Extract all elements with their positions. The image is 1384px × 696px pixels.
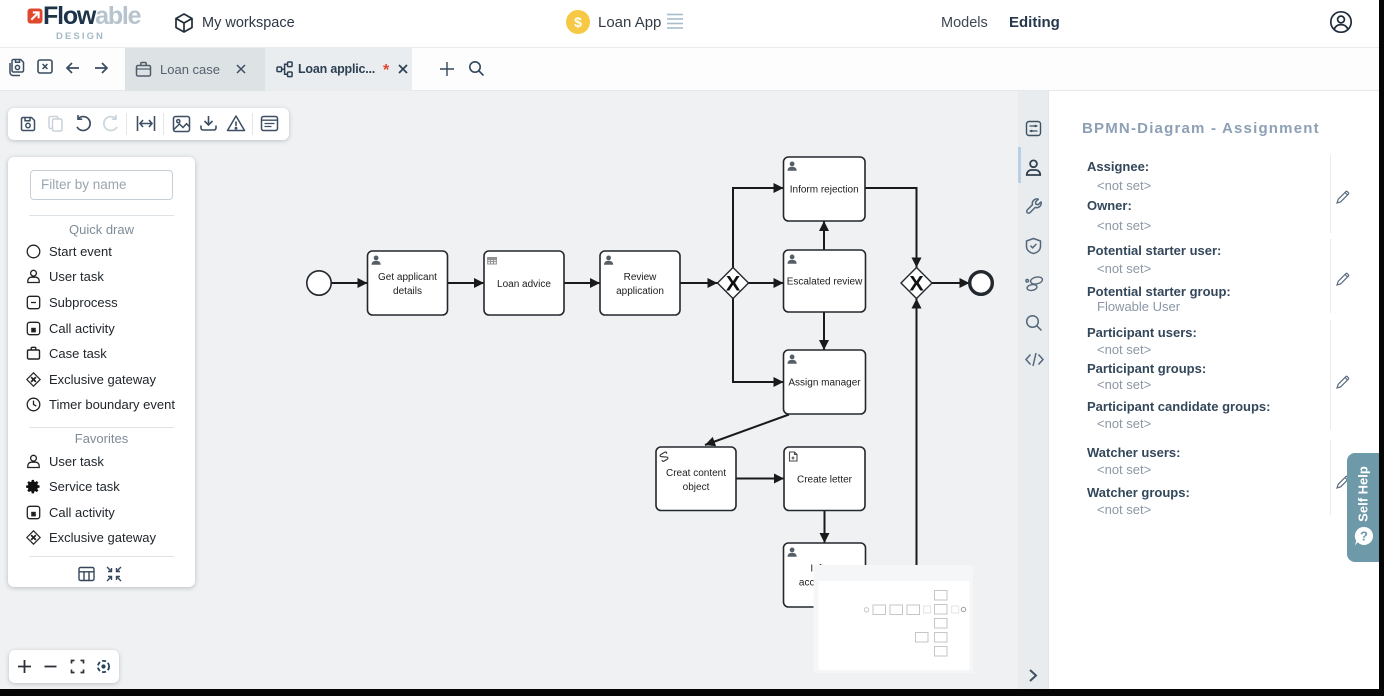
svg-text:application: application	[616, 286, 664, 297]
svg-text:Loan advice: Loan advice	[497, 279, 551, 290]
svg-text:Review: Review	[624, 272, 658, 283]
svg-text:Create letter: Create letter	[797, 474, 853, 485]
svg-text:X: X	[726, 272, 741, 296]
svg-text:Inform rejection: Inform rejection	[790, 185, 859, 196]
svg-text:Creat content: Creat content	[666, 468, 726, 479]
svg-text:X: X	[909, 272, 924, 296]
svg-text:Escalated review: Escalated review	[787, 277, 863, 288]
svg-text:object: object	[683, 482, 710, 493]
svg-text:details: details	[393, 286, 422, 297]
svg-text:Assign manager: Assign manager	[788, 378, 861, 389]
svg-text:Get applicant: Get applicant	[378, 272, 437, 283]
svg-text:?: ?	[1360, 529, 1368, 544]
